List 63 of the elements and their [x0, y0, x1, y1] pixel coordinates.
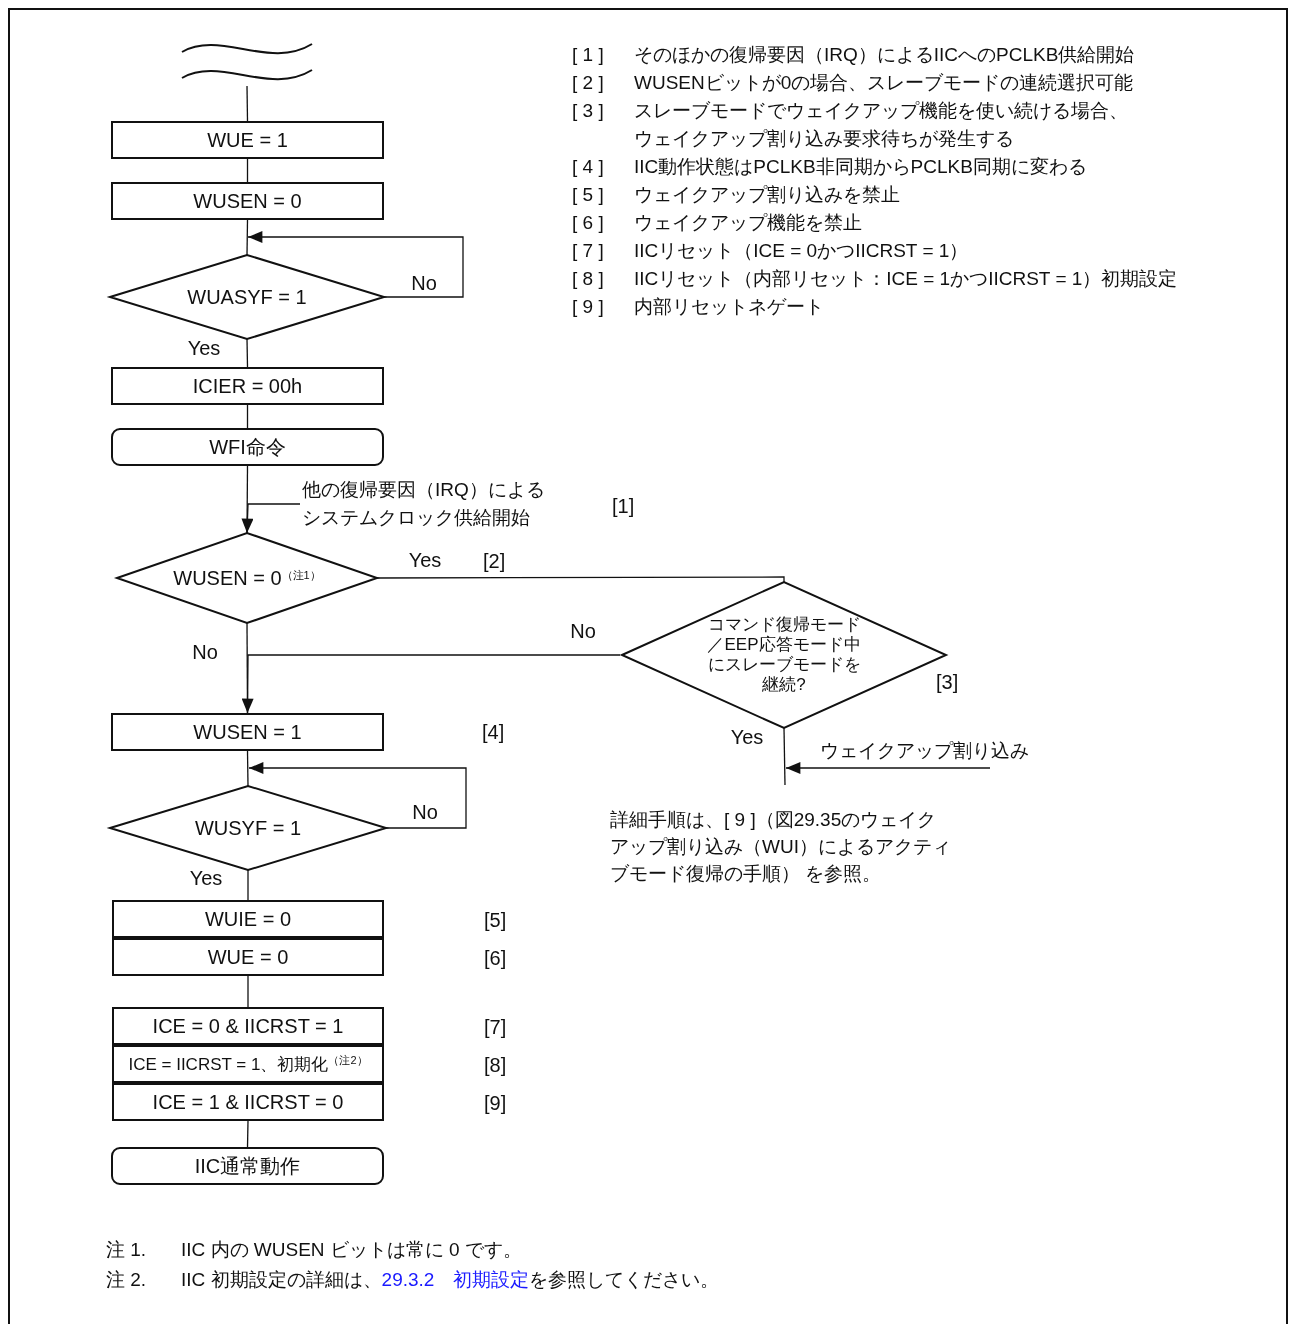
note-number: 注 1. [106, 1238, 147, 1262]
terminal-box: WFI命令 [111, 428, 384, 466]
note-number: 注 2. [106, 1268, 147, 1292]
procedure-note: 詳細手順は、[ 9 ]（図29.35のウェイクアップ割り込み（WUI）によるアクティブモード復帰の手順） を参照。 [610, 808, 952, 886]
item-number: [ 4 ] [572, 155, 604, 179]
item-description: ウェイクアップ機能を禁止 [634, 211, 862, 235]
step-number: [5] [484, 908, 507, 933]
step-number: [2] [483, 549, 506, 574]
item-description: ウェイクアップ割り込みを禁止 [634, 183, 900, 207]
connector-line [247, 869, 249, 901]
item-description: IIC動作状態はPCLKB非同期からPCLKB同期に変わる [634, 155, 1087, 179]
item-description: WUSENビットが0の場合、スレーブモードの連続選択可能 [634, 71, 1134, 95]
item-description: 内部リセットネゲート [634, 295, 824, 319]
step-number: [8] [484, 1053, 507, 1078]
process-box: WUSEN = 0 [111, 182, 384, 220]
step-number: [9] [484, 1091, 507, 1116]
item-number: [ 7 ] [572, 239, 604, 263]
reference-link: 29.3.2 初期設定 [381, 1269, 530, 1290]
connector-line [246, 404, 249, 429]
process-box: ICE = IICRST = 1、初期化$^{（注2）}$ [112, 1045, 384, 1083]
item-description: スレーブモードでウェイクアップ機能を使い続ける場合、ウェイクアップ割り込み要求待ちが発生する [634, 99, 1129, 151]
step-number: [6] [484, 946, 507, 971]
arrow [241, 503, 301, 534]
item-description: IICリセット（ICE = 0かつIICRST = 1） [634, 239, 969, 263]
item-number: [ 6 ] [572, 211, 604, 235]
process-box: WUE = 0 [112, 938, 384, 976]
item-number: [ 3 ] [572, 99, 604, 123]
connector-line [376, 576, 785, 583]
item-number: [ 8 ] [572, 267, 604, 291]
connector-line [247, 975, 249, 1008]
connector-line [246, 1120, 249, 1148]
arrow [785, 762, 991, 774]
process-box: ICIER = 00h [111, 367, 384, 405]
process-box: WUSEN = 1 [111, 713, 384, 751]
step-number: [4] [482, 720, 505, 745]
connector-line [783, 727, 786, 786]
footnote-text: IIC 内の WUSEN ビットは常に 0 です。 [181, 1238, 522, 1262]
connector-line [246, 219, 249, 256]
item-number: [ 5 ] [572, 183, 604, 207]
item-number: [ 1 ] [572, 43, 604, 67]
item-number: [ 9 ] [572, 295, 604, 319]
connector-line [246, 338, 249, 368]
item-number: [ 2 ] [572, 71, 604, 95]
item-description: そのほかの復帰要因（IRQ）によるIICへのPCLKB供給開始 [634, 43, 1135, 67]
process-box: WUIE = 0 [112, 900, 384, 938]
step-number: [7] [484, 1015, 507, 1040]
arrow [248, 762, 467, 829]
process-box: ICE = 0 & IICRST = 1 [112, 1007, 384, 1045]
arrow [241, 654, 621, 714]
annotation-text: 他の復帰要因（IRQ）によるシステムクロック供給開始 [302, 476, 592, 532]
connector-line [246, 158, 249, 183]
annotation-text: ウェイクアップ割り込み [820, 734, 1070, 768]
arrow [247, 231, 464, 298]
step-number: [1] [612, 494, 635, 519]
connector-line [246, 85, 249, 122]
step-number: [3] [936, 670, 959, 695]
connector-line [246, 622, 249, 714]
footnote-text: IIC 初期設定の詳細は、29.3.2 初期設定を参照してください。 [181, 1268, 720, 1292]
connector-line [246, 750, 249, 787]
process-box: WUE = 1 [111, 121, 384, 159]
process-box: ICE = 1 & IICRST = 0 [112, 1083, 384, 1121]
item-description: IICリセット（内部リセット：ICE = 1かつIICRST = 1）初期設定 [634, 267, 1178, 291]
terminal-box: IIC通常動作 [111, 1147, 384, 1185]
